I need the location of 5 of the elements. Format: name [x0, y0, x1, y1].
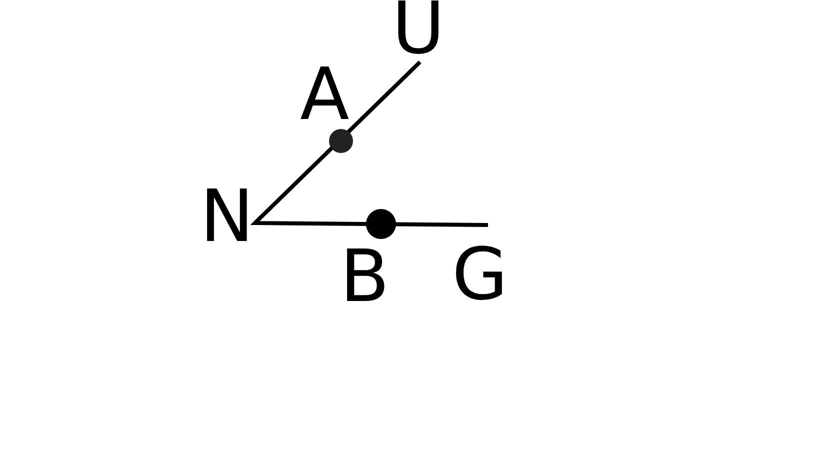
- point-label: A: [300, 58, 350, 130]
- point-label: G: [452, 238, 508, 310]
- point-label: U: [392, 0, 445, 64]
- point-label: N: [200, 180, 254, 252]
- point-label: B: [340, 240, 390, 312]
